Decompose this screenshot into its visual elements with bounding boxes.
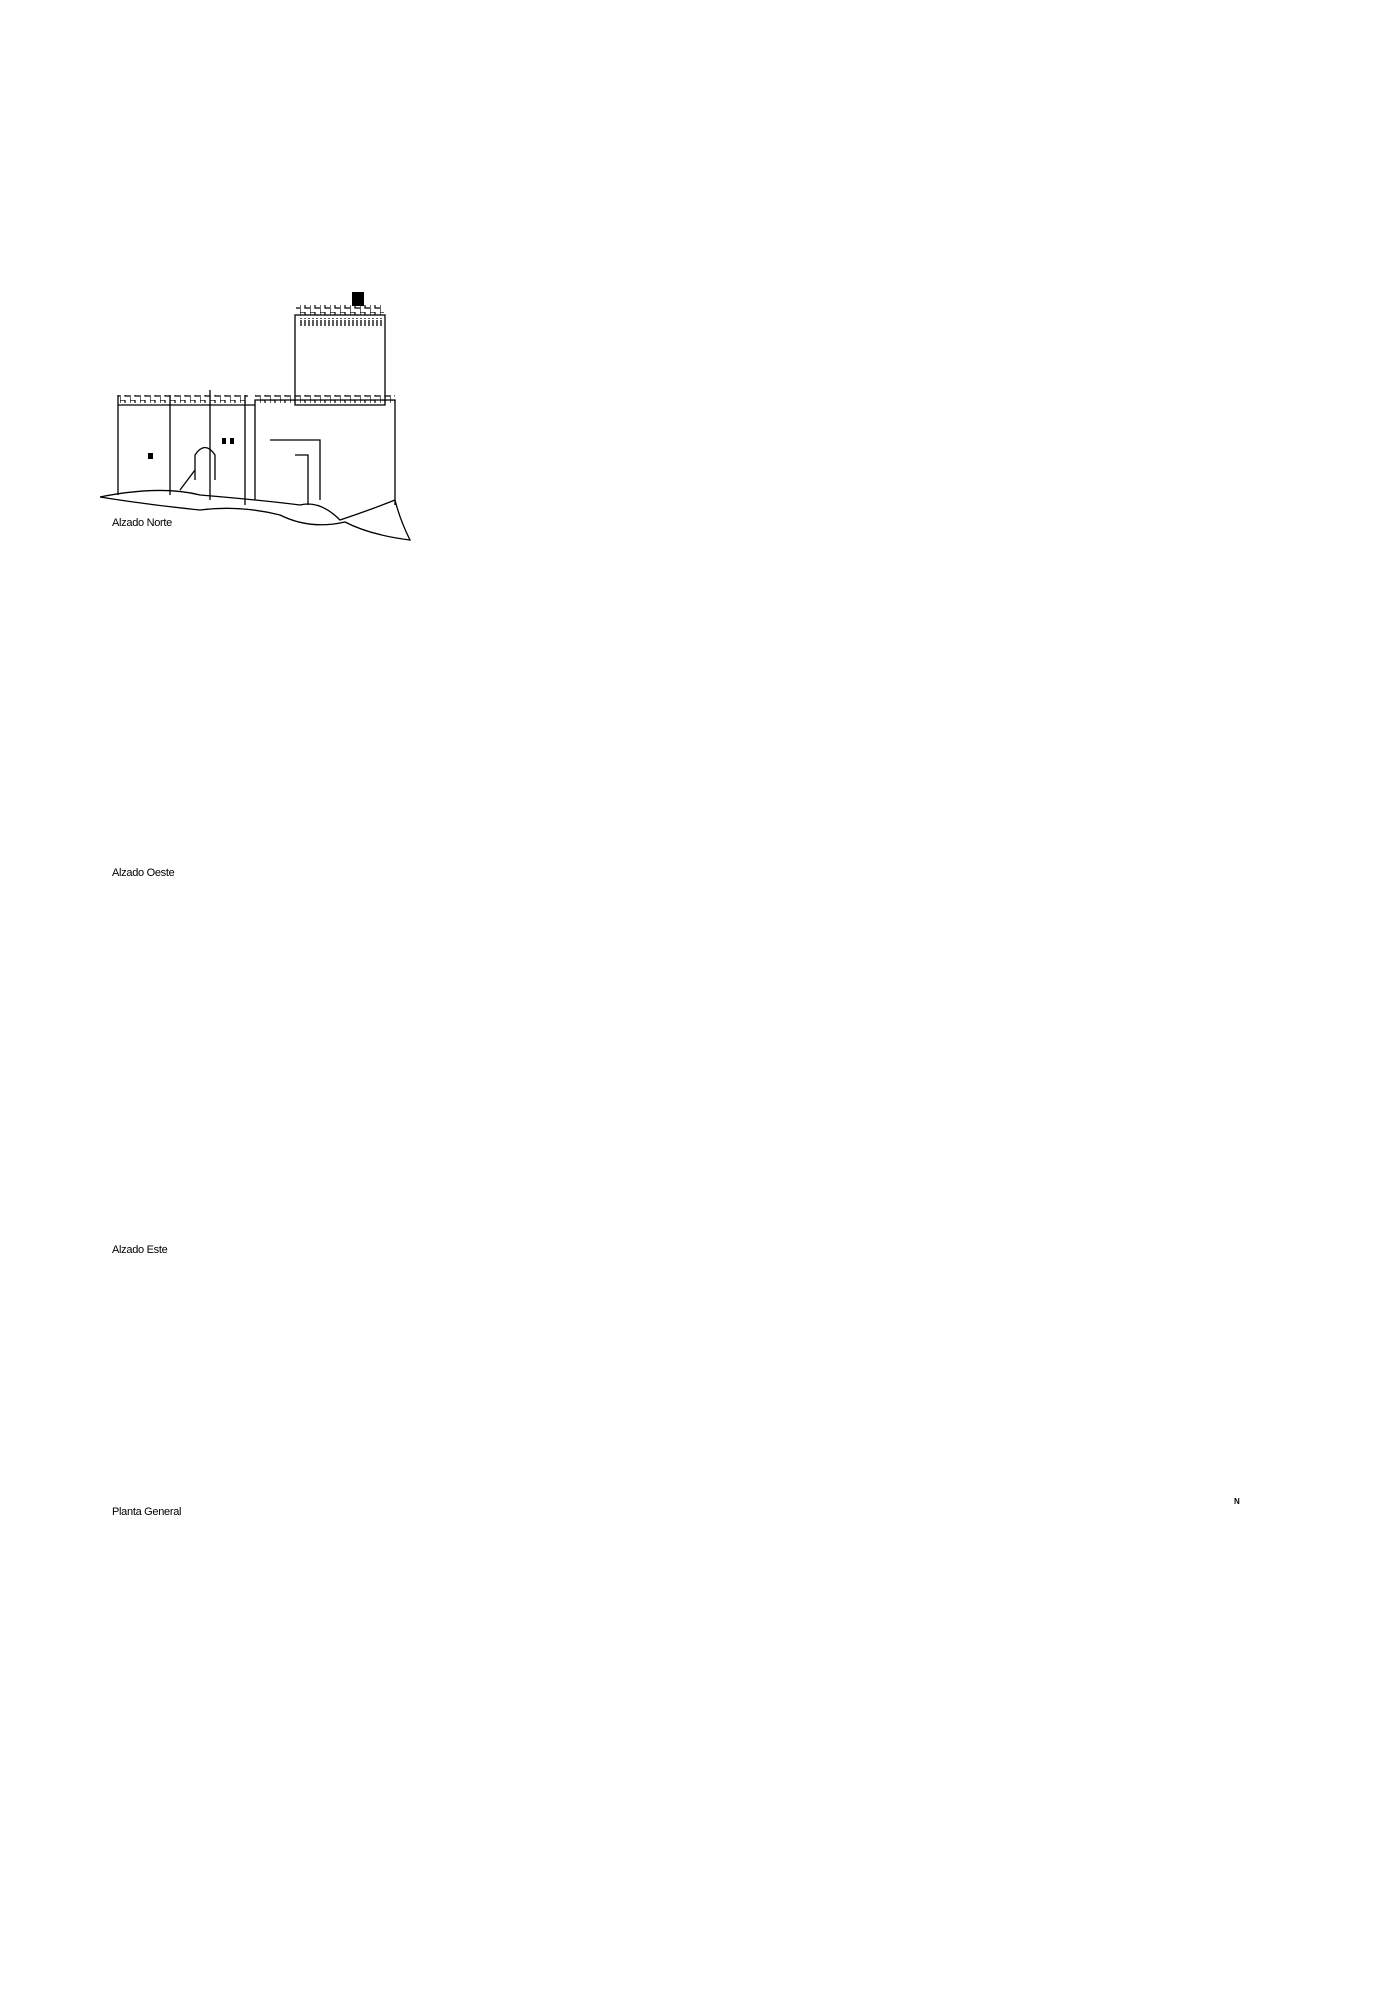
north-elevation-label: Alzado Norte — [112, 517, 172, 529]
west-elevation-label: Alzado Oeste — [112, 867, 175, 879]
east-elevation-label: Alzado Este — [112, 1244, 168, 1256]
north-arrow-label: N — [1234, 1497, 1240, 1506]
general-plan-label: Planta General — [112, 1506, 182, 1518]
north-elevation-drawing — [99, 292, 412, 541]
